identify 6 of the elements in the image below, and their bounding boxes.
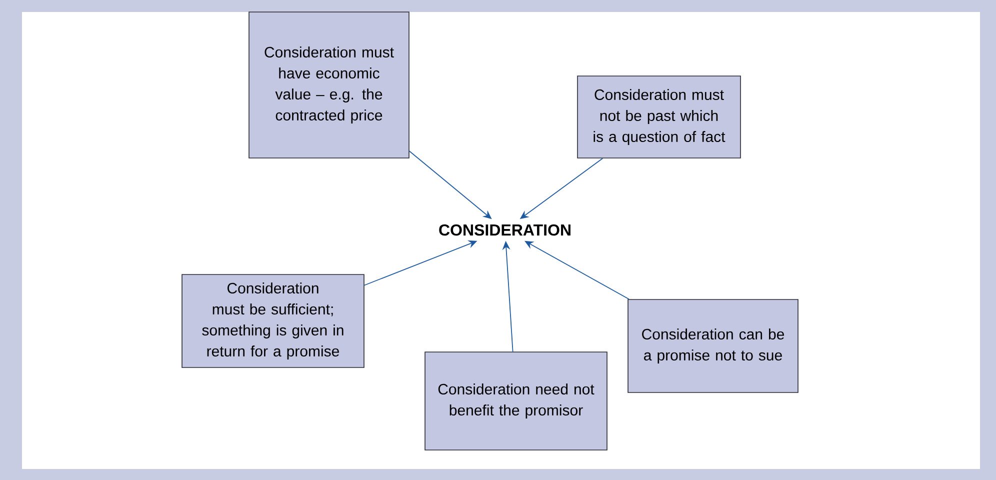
heading-text: CONSIDERATION [439, 224, 570, 236]
text-box: Consideration must have economic value – e.g. the contracted price [248, 12, 410, 158]
text-box: Consideration must not be past which is a question of fact [577, 76, 741, 158]
text-box: Consideration can be a promise not to sue [628, 299, 798, 393]
text-box: Consideration need not benefit the promisor [424, 352, 608, 450]
text-box: Consideration must be sufficient; something is given in return for a promise [182, 274, 364, 368]
